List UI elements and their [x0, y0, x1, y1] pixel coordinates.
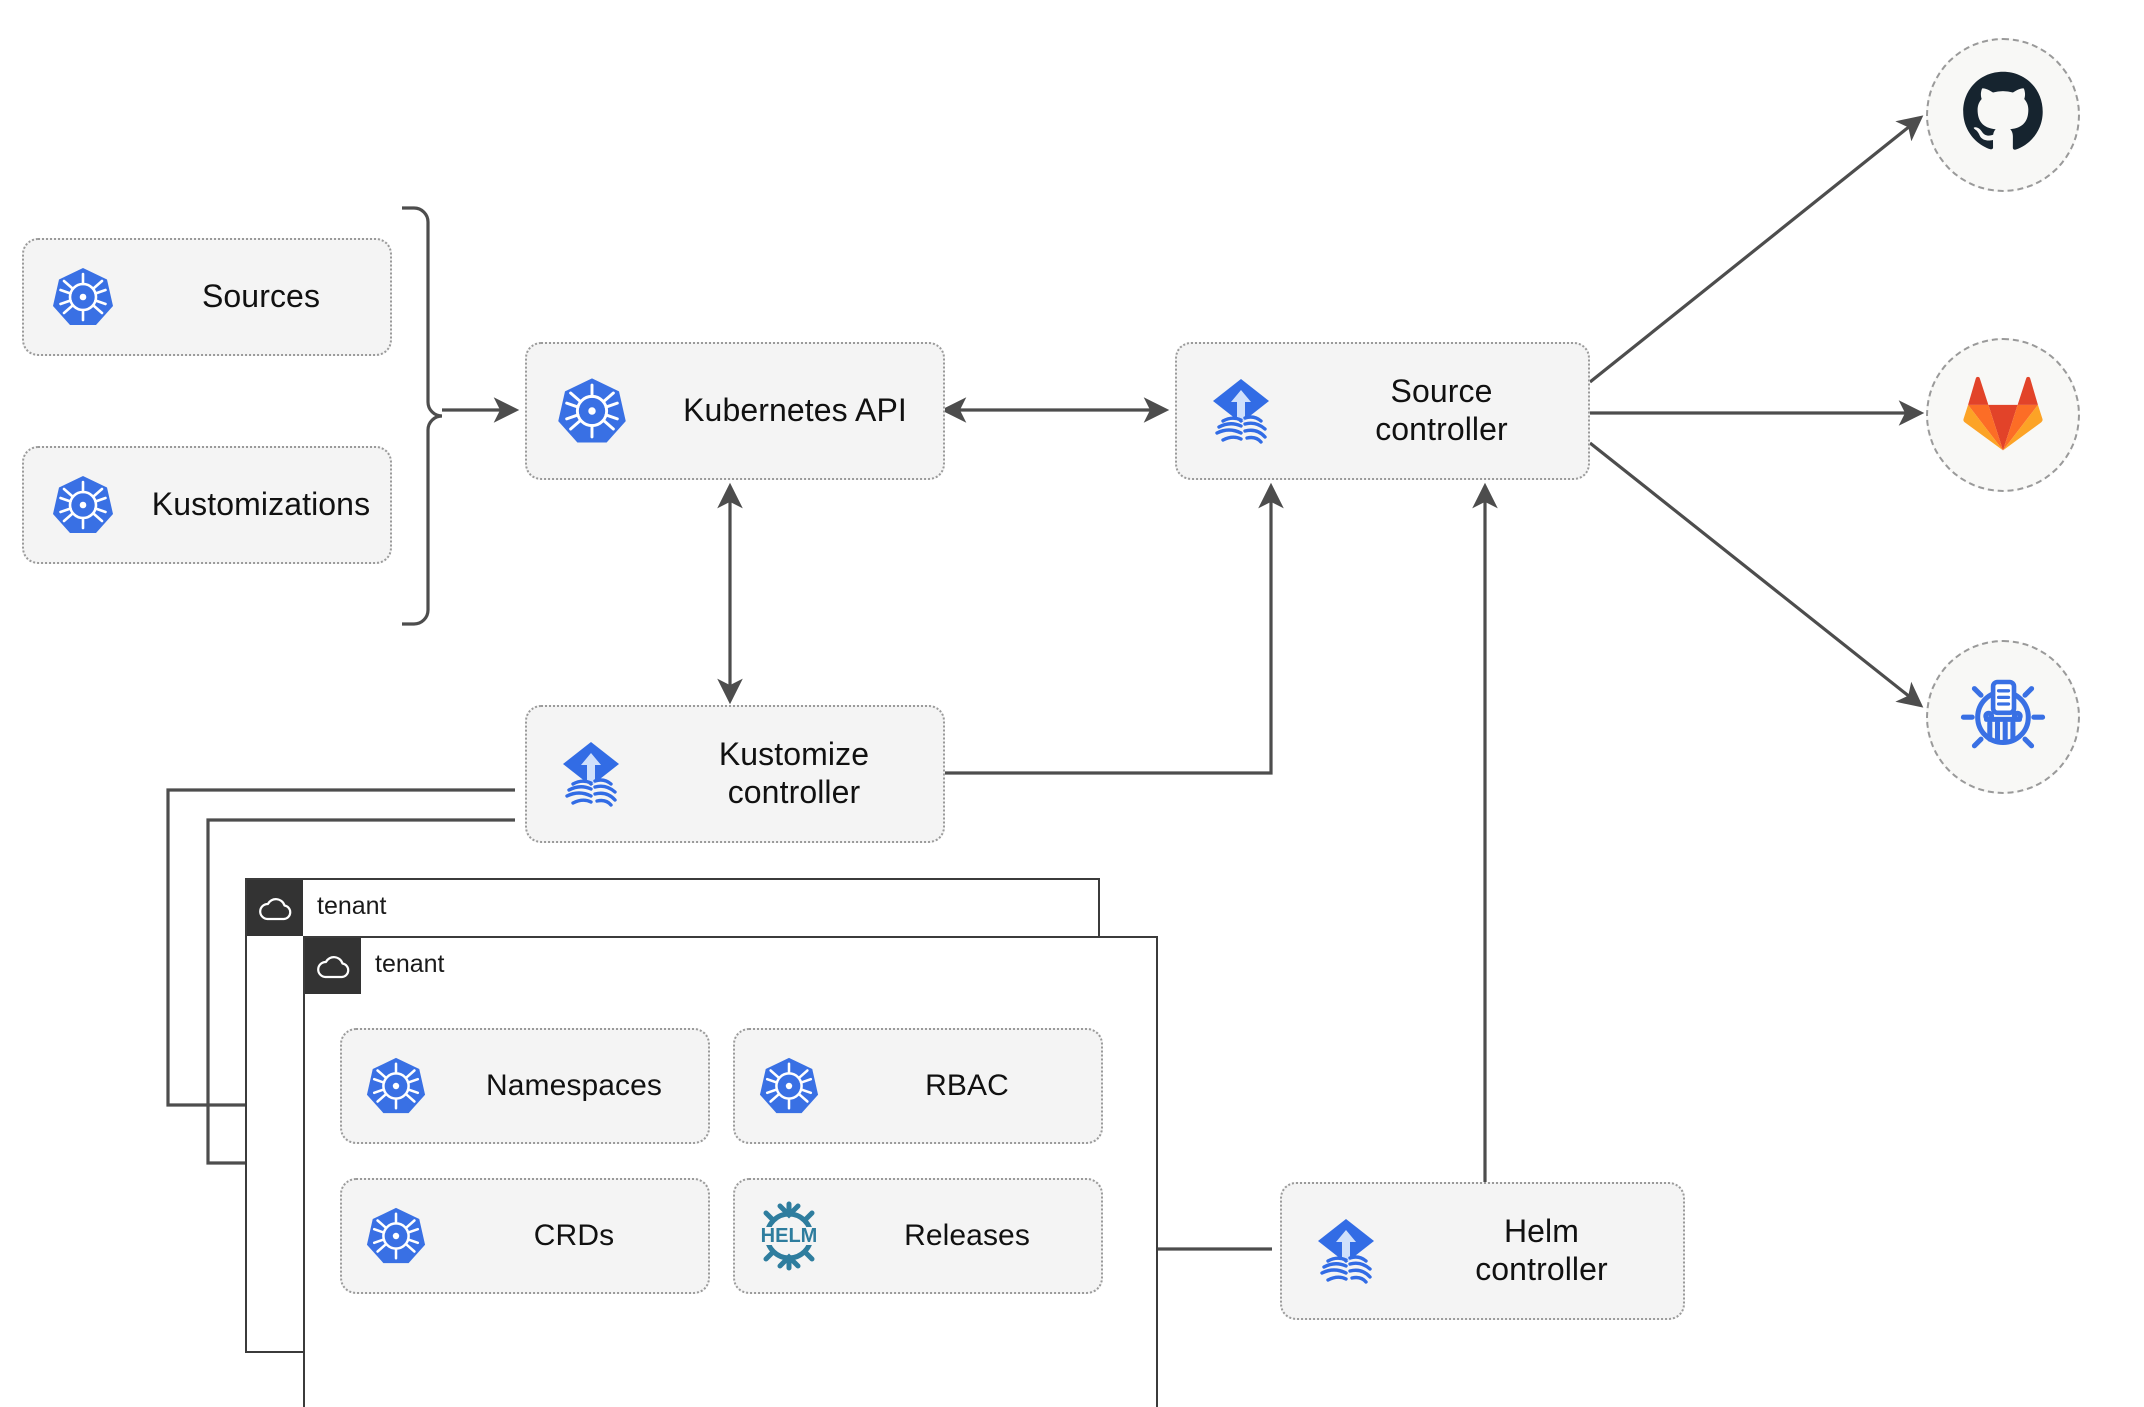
node-label: RBAC	[925, 1069, 1009, 1103]
node-label: Source controller	[1375, 373, 1508, 447]
tenant-label-back: tenant	[317, 892, 387, 920]
node-source-controller[interactable]: Source controller	[1175, 342, 1590, 480]
kubernetes-icon	[735, 1055, 843, 1117]
node-label: Kustomize controller	[718, 736, 870, 810]
node-label: Helm controller	[1475, 1213, 1608, 1287]
kubernetes-icon	[342, 1055, 450, 1117]
node-crds[interactable]: CRDs	[340, 1178, 710, 1294]
node-label: Kustomizations	[151, 486, 371, 523]
node-sources[interactable]: Sources	[22, 238, 392, 356]
node-helm-controller[interactable]: Helm controller	[1280, 1182, 1685, 1320]
node-kustomize-controller[interactable]: Kustomize controller	[525, 705, 945, 843]
node-label: Kubernetes API	[683, 392, 907, 429]
helm-repository-icon	[1959, 671, 2047, 764]
node-label: Namespaces	[485, 1069, 663, 1103]
kubernetes-icon	[24, 265, 142, 329]
node-kubernetes-api[interactable]: Kubernetes API	[525, 342, 945, 480]
kubernetes-icon	[342, 1205, 450, 1267]
node-namespaces[interactable]: Namespaces	[340, 1028, 710, 1144]
github-icon	[1960, 70, 2046, 161]
node-rbac[interactable]: RBAC	[733, 1028, 1103, 1144]
flux-icon	[1282, 1211, 1410, 1291]
node-label: Releases	[904, 1219, 1030, 1253]
tenant-container-front[interactable]: tenant	[303, 936, 1158, 1407]
provider-gitlab[interactable]	[1926, 338, 2080, 492]
node-label: Sources	[201, 278, 321, 315]
flux-icon	[1177, 371, 1305, 451]
node-kustomizations[interactable]: Kustomizations	[22, 446, 392, 564]
node-releases[interactable]: HELM Releases	[733, 1178, 1103, 1294]
helm-logo-icon: HELM	[735, 1196, 843, 1276]
svg-text:HELM: HELM	[761, 1225, 818, 1247]
node-label: CRDs	[533, 1219, 615, 1253]
kubernetes-icon	[527, 375, 657, 447]
provider-github[interactable]	[1926, 38, 2080, 192]
cloud-icon	[247, 880, 303, 936]
gitlab-icon	[1962, 374, 2044, 457]
provider-helm-repository[interactable]	[1926, 640, 2080, 794]
cloud-icon	[305, 938, 361, 994]
flux-icon	[527, 734, 655, 814]
kubernetes-icon	[24, 473, 142, 537]
tenant-label-front: tenant	[375, 950, 445, 978]
